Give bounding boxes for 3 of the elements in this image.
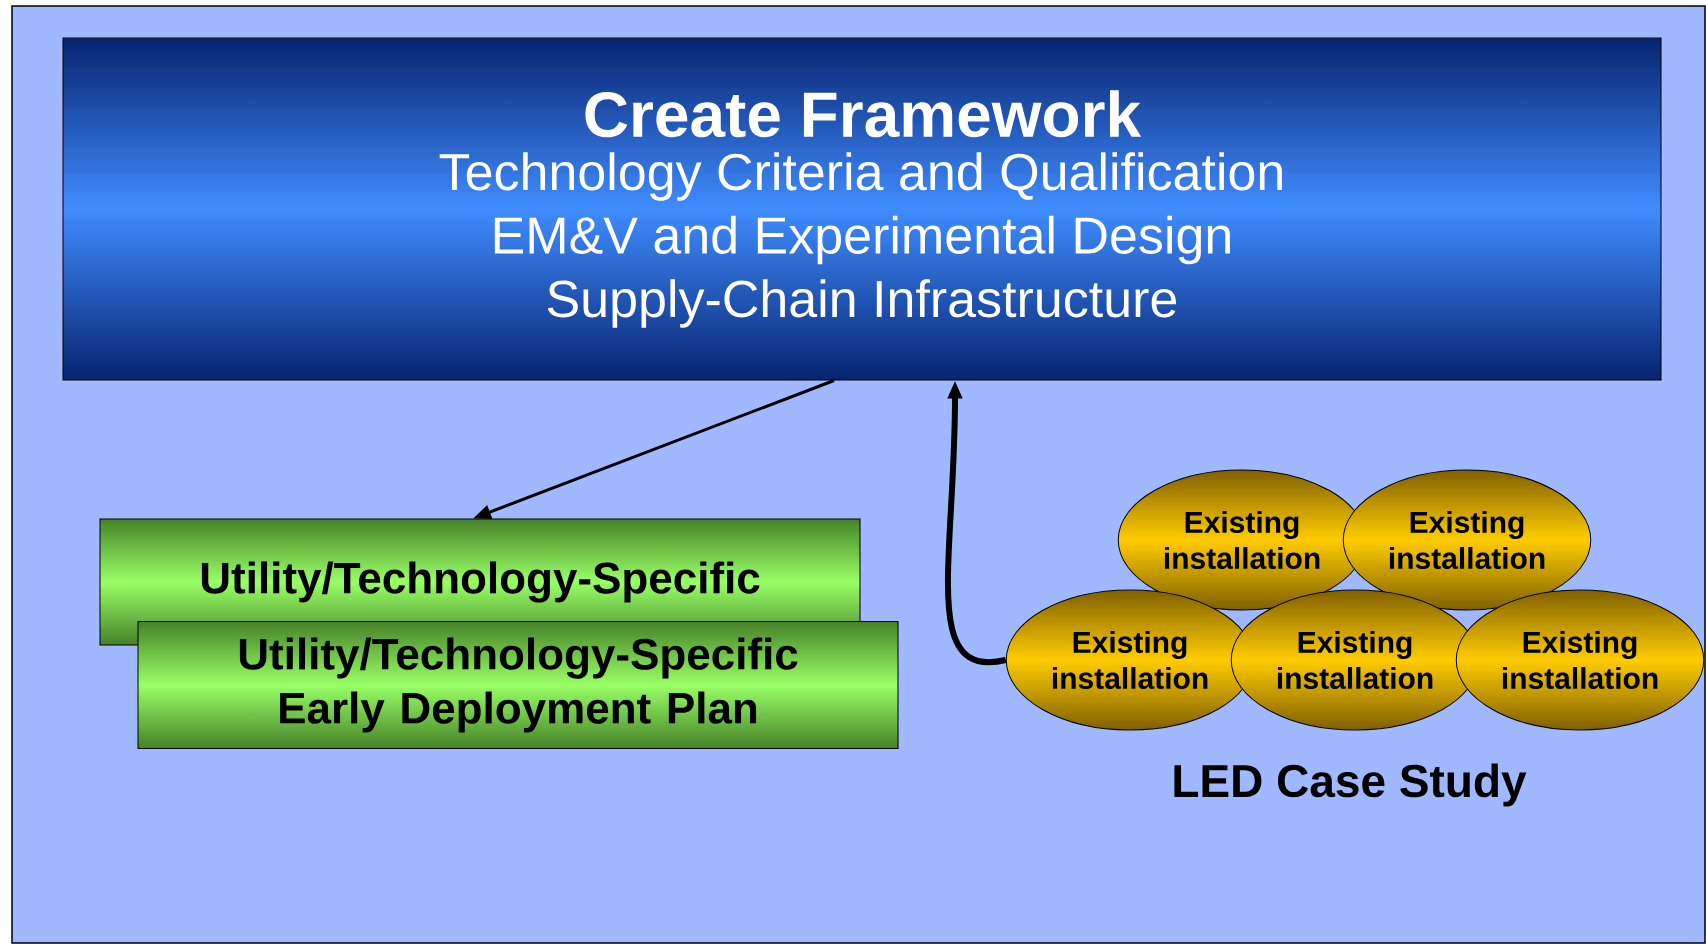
plan-box: Utility/Technology-Specific Early Deployment Plan [137, 621, 899, 749]
group-label: LED Case Study [1174, 763, 1527, 807]
framework-box: Create Framework Technology Criteria and Qualification EM&V and Experimental Design Supply-Chain Infrastructure [62, 37, 1662, 381]
